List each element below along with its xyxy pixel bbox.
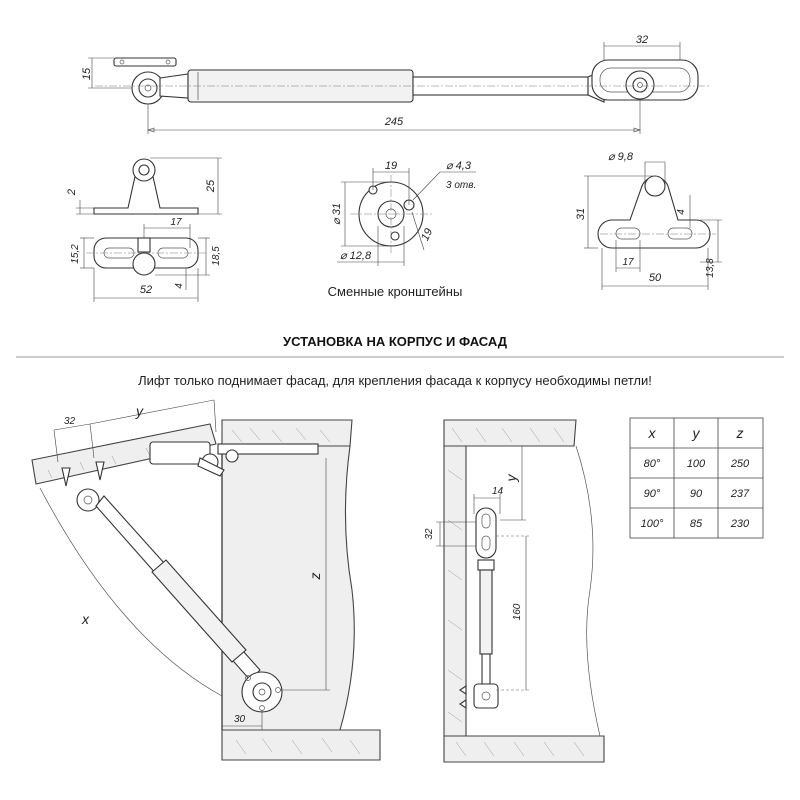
gas-spring-top-view: 15 32 245 bbox=[81, 34, 710, 134]
dim-b2-19b: 19 bbox=[419, 227, 435, 243]
dim-b2-19: 19 bbox=[385, 160, 397, 172]
dim-b1-18-5: 18,5 bbox=[211, 246, 222, 266]
dim-b1-4: 4 bbox=[174, 283, 185, 289]
table-cell: 250 bbox=[730, 458, 750, 470]
table-cell: 100° bbox=[641, 518, 664, 530]
dim-top-32: 32 bbox=[636, 34, 648, 46]
dim-b3-13-8: 13,8 bbox=[705, 258, 716, 278]
caption-replaceable-brackets: Сменные кронштейны bbox=[328, 284, 463, 299]
dim-b3-31: 31 bbox=[575, 208, 587, 220]
bracket-3: ⌀ 9,8 31 4 17 13,8 50 bbox=[575, 151, 722, 290]
dim-b2-hole: ⌀ 4,3 bbox=[446, 160, 472, 172]
dim-b2-12-8: ⌀ 12,8 bbox=[340, 250, 372, 262]
section-title: УСТАНОВКА НА КОРПУС И ФАСАД bbox=[283, 334, 508, 349]
dim-b1-17: 17 bbox=[170, 217, 182, 228]
dim-b2-holes-note: 3 отв. bbox=[446, 180, 476, 191]
install-right-view: 14 32 160 y bbox=[424, 419, 605, 763]
note-text: Лифт только поднимает фасад, для креплен… bbox=[138, 373, 652, 388]
table-cell: 230 bbox=[730, 518, 750, 530]
table-cell: 237 bbox=[730, 488, 750, 500]
dim-b2-31: ⌀ 31 bbox=[331, 203, 343, 225]
dim-top-height: 15 bbox=[81, 67, 93, 80]
install-left-view: x 32 y z 30 bbox=[31, 399, 381, 761]
label-y-right: y bbox=[503, 474, 519, 483]
label-x-left: x bbox=[81, 611, 90, 627]
dim-right-160: 160 bbox=[512, 603, 523, 620]
bracket-1: 2 25 17 15,2 18,5 4 52 bbox=[66, 157, 222, 302]
dim-b3-hole: ⌀ 9,8 bbox=[608, 151, 634, 163]
dim-b3-50: 50 bbox=[649, 272, 662, 284]
dim-245: 245 bbox=[384, 116, 404, 128]
table-header-z: z bbox=[736, 425, 744, 441]
dim-right-14: 14 bbox=[492, 486, 504, 497]
label-z-left: z bbox=[307, 573, 323, 581]
dim-b1-2: 2 bbox=[66, 189, 78, 196]
dim-b1-15-2: 15,2 bbox=[70, 244, 81, 264]
label-y-left: y bbox=[135, 403, 144, 419]
table-cell: 85 bbox=[690, 518, 703, 530]
table-header-y: y bbox=[692, 425, 701, 441]
dim-b1-25: 25 bbox=[205, 179, 217, 193]
table-cell: 90° bbox=[644, 488, 661, 500]
dim-b1-52: 52 bbox=[140, 284, 152, 296]
table-cell: 100 bbox=[687, 458, 706, 470]
table-header-x: x bbox=[648, 425, 657, 441]
table-cell: 90 bbox=[690, 488, 703, 500]
dim-right-32: 32 bbox=[424, 528, 435, 540]
table-cell: 80° bbox=[644, 458, 661, 470]
dim-left-30: 30 bbox=[234, 714, 246, 725]
dim-left-32: 32 bbox=[64, 416, 76, 427]
dim-b3-4: 4 bbox=[676, 209, 687, 215]
dim-b3-17: 17 bbox=[622, 257, 634, 268]
bracket-2-round: 19 ⌀ 4,3 3 отв. ⌀ 31 19 ⌀ 12,8 bbox=[331, 160, 476, 266]
xyz-table: x y z 80° 100 250 90° 90 237 100° 85 230 bbox=[629, 417, 764, 539]
